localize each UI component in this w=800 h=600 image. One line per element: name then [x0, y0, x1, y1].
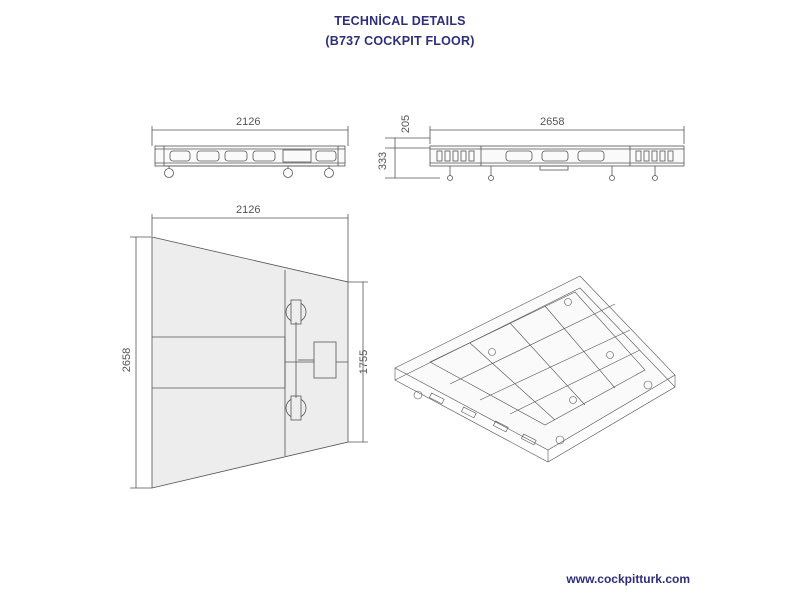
title-line-2: (B737 COCKPIT FLOOR): [325, 34, 475, 48]
caster-wheel-icon: [164, 168, 174, 178]
title-line-1: TECHNİCAL DETAILS: [334, 14, 466, 28]
footer-website-link[interactable]: www.cockpitturk.com: [566, 572, 690, 586]
dim-plan-depth: 2658: [121, 347, 134, 373]
dim-front-height-top: 205: [400, 114, 413, 134]
dim-front-width: 2658: [540, 116, 565, 128]
dim-front-height-total: 333: [377, 151, 390, 171]
dim-plan-inner-depth: 1755: [358, 349, 371, 375]
front-elevation-view: [385, 126, 685, 181]
dim-side-width: 2126: [236, 116, 261, 128]
isometric-view: [394, 275, 676, 463]
dim-plan-width: 2126: [236, 204, 261, 216]
side-elevation-view: [151, 126, 349, 178]
plan-view: [130, 214, 368, 489]
